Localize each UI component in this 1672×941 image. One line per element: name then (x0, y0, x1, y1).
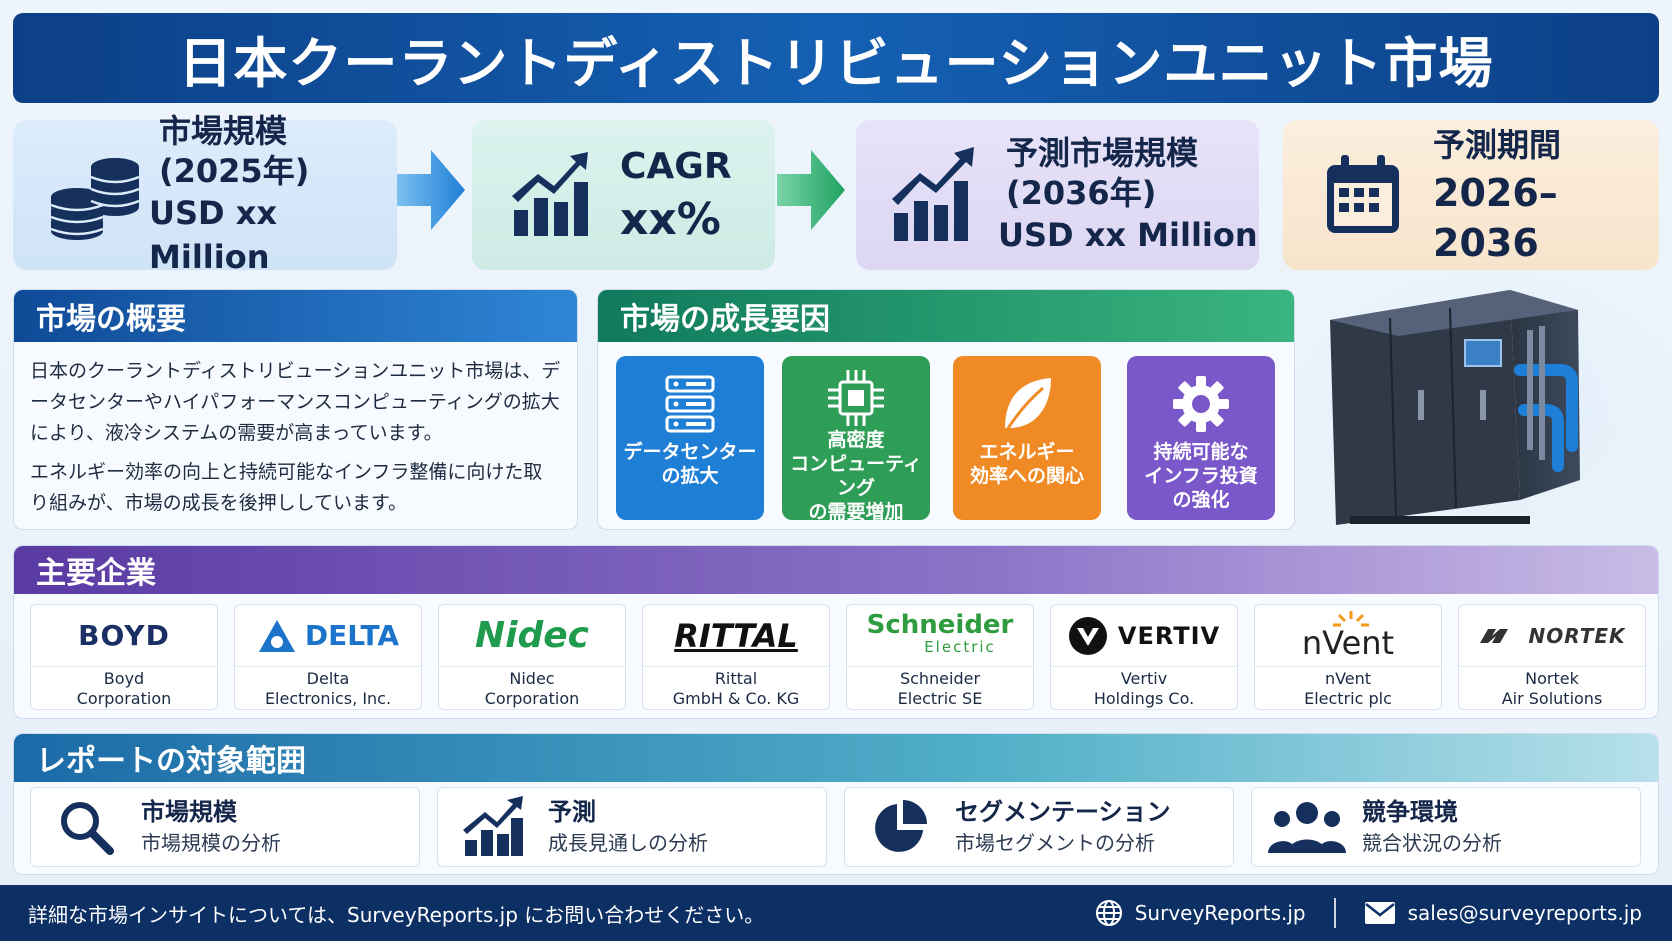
driver-card-sustainable: 持続可能な インフラ投資 の強化 (1127, 356, 1275, 520)
chip-icon (828, 370, 884, 426)
scope-panel: レポートの対象範囲 市場規模 市場規模の分析 予測 成長見通しの分 (13, 733, 1659, 875)
driver-card-datacenter: データセンター の拡大 (616, 356, 764, 520)
forecast-size-value: USD xx Million (998, 216, 1258, 254)
company-logo: VERTIV (1117, 621, 1221, 650)
server-icon (665, 375, 715, 433)
scope-title: 予測 (548, 798, 596, 826)
cagr-card: CAGR xx% (472, 120, 775, 270)
company-name: Schneider Electric SE (897, 669, 983, 708)
delta-logo-icon (258, 619, 295, 652)
driver-label: エネルギー 効率への関心 (969, 441, 1084, 487)
companies-panel: 主要企業 BOYD Boyd Corporation DELTA Delta E… (13, 545, 1659, 719)
forecast-size-card: 予測市場規模 (2036年) USD xx Million (856, 120, 1259, 270)
market-size-label: 市場規模 (159, 112, 288, 150)
nvent-burst-icon (1333, 611, 1369, 627)
gear-icon (1173, 376, 1229, 432)
company-name: Nortek Air Solutions (1501, 669, 1603, 708)
scope-item-forecast: 予測 成長見通しの分析 (437, 787, 827, 867)
market-size-value: USD xx Million (149, 194, 278, 276)
scope-title: セグメンテーション (955, 798, 1171, 826)
company-logo: BOYD (78, 619, 170, 652)
company-name: Boyd Corporation (76, 669, 172, 708)
search-icon (61, 802, 114, 855)
coins-icon (50, 158, 140, 240)
driver-label: 高密度 コンピューティング の需要増加 (790, 429, 922, 523)
company-card-delta: DELTA Delta Electronics, Inc. (234, 604, 422, 710)
pie-chart-icon (875, 800, 927, 852)
calendar-icon (1327, 155, 1399, 233)
bar-chart-icon (463, 796, 523, 856)
growth-chart-icon (892, 147, 974, 241)
forecast-size-year: (2036年) (1006, 174, 1157, 212)
vertiv-logo-icon (1068, 616, 1107, 655)
scope-item-market-size: 市場規模 市場規模の分析 (30, 787, 420, 867)
company-logo: nVent (1301, 623, 1395, 662)
cdu-machine-illustration (1310, 270, 1672, 545)
company-name: Vertiv Holdings Co. (1093, 669, 1195, 708)
company-name: nVent Electric plc (1304, 669, 1392, 708)
globe-icon (1095, 900, 1122, 926)
company-card-nvent: nVent nVent Electric plc (1254, 604, 1442, 710)
company-logo: DELTA (304, 619, 400, 652)
page-title: 日本クーラントディストリビューションユニット市場 (178, 31, 1494, 95)
leaf-icon (1005, 378, 1051, 431)
arrow-right-icon (777, 150, 845, 230)
driver-card-hpc: 高密度 コンピューティング の需要増加 (782, 356, 930, 523)
scope-heading: レポートの対象範囲 (14, 734, 1658, 782)
company-card-nortek: NORTEK Nortek Air Solutions (1458, 604, 1646, 710)
forecast-period-label: 予測期間 (1433, 126, 1562, 164)
growth-chart-icon (512, 152, 588, 236)
forecast-period-value: 2026–2036 (1433, 171, 1558, 265)
market-size-card: 市場規模 (2025年) USD xx Million (13, 112, 397, 276)
overview-heading: 市場の概要 (14, 290, 577, 342)
company-name: Delta Electronics, Inc. (264, 669, 392, 708)
title-banner: 日本クーラントディストリビューションユニット市場 (13, 13, 1659, 103)
email-link[interactable]: sales@surveyreports.jp (1407, 901, 1642, 925)
footer-divider (1333, 898, 1336, 928)
company-card-boyd: BOYD Boyd Corporation (30, 604, 218, 710)
scope-sub: 成長見通しの分析 (548, 831, 708, 855)
company-name: Rittal GmbH & Co. KG (672, 669, 800, 708)
scope-sub: 市場規模の分析 (141, 831, 281, 855)
companies-heading: 主要企業 (14, 546, 1658, 594)
company-logo: Schneider (866, 609, 1014, 640)
growth-drivers-panel: 市場の成長要因 データセンター の拡大 (597, 289, 1295, 530)
footer-text: 詳細な市場インサイトについては、SurveyReports.jp にお問い合わせ… (28, 902, 765, 927)
scope-title: 市場規模 (141, 798, 237, 826)
company-logo: Nidec (475, 615, 589, 656)
scope-sub: 競合状況の分析 (1362, 831, 1502, 855)
cagr-value: xx% (620, 194, 721, 245)
driver-label: 持続可能な インフラ投資 の強化 (1144, 441, 1258, 511)
company-logo-sub: Electric (924, 637, 996, 656)
company-logo: NORTEK (1528, 623, 1626, 648)
driver-label: データセンター の拡大 (623, 441, 757, 487)
overview-paragraph: エネルギー効率の向上と持続可能なインフラ整備に向けた取り組みが、市場の成長を後押… (30, 461, 543, 514)
forecast-size-label: 予測市場規模 (1006, 134, 1199, 172)
company-card-rittal: RITTAL Rittal GmbH & Co. KG (642, 604, 830, 710)
scope-item-competition: 競争環境 競合状況の分析 (1251, 787, 1641, 867)
driver-card-energy: エネルギー 効率への関心 (953, 356, 1101, 520)
forecast-period-card: 予測期間 2026–2036 (1283, 120, 1659, 270)
company-card-schneider: Schneider Electric Schneider Electric SE (846, 604, 1034, 710)
cagr-label: CAGR (620, 146, 732, 187)
nortek-logo-icon (1480, 628, 1509, 643)
arrow-right-icon (397, 150, 465, 230)
overview-paragraph: 日本のクーラントディストリビューションユニット市場は、データセンターやハイパフォ… (30, 360, 561, 444)
company-logo: RITTAL (674, 616, 798, 655)
market-size-year: (2025年) (159, 152, 310, 190)
scope-item-segmentation: セグメンテーション 市場セグメントの分析 (844, 787, 1234, 867)
scope-sub: 市場セグメントの分析 (955, 831, 1155, 855)
people-icon (1268, 802, 1346, 853)
website-link[interactable]: SurveyReports.jp (1134, 901, 1306, 925)
overview-panel: 市場の概要 日本のクーラントディストリビューションユニット市場は、データセンター… (13, 289, 578, 530)
company-card-vertiv: VERTIV Vertiv Holdings Co. (1050, 604, 1238, 710)
company-name: Nidec Corporation (484, 669, 580, 708)
company-card-nidec: Nidec Nidec Corporation (438, 604, 626, 710)
footer: 詳細な市場インサイトについては、SurveyReports.jp にお問い合わせ… (0, 885, 1672, 941)
scope-title: 競争環境 (1362, 798, 1458, 826)
growth-heading: 市場の成長要因 (598, 290, 1294, 342)
mail-icon (1364, 902, 1395, 924)
